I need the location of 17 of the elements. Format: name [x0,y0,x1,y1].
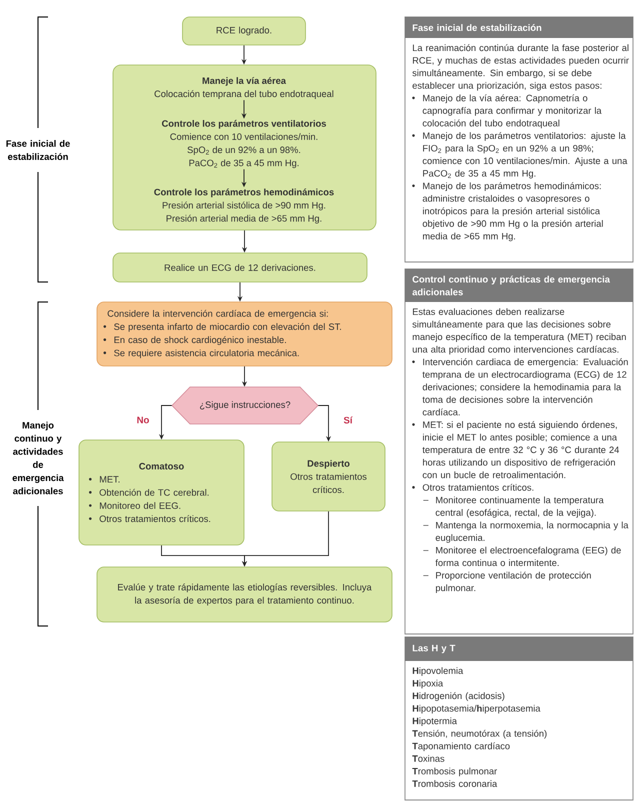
info-panel: Las H y T Hipovolemia Hipoxia Hidrogenión (acidosis) Hipopotasemia/hiperpotasemia Hipotermia Tensión, neumotórax (a tensión) Taponamiento cardíaco Toxinas Trombosis pulmonar Trombosis coronaria [404,636,634,800]
info-panel: Fase inicial de estabilización La reanimación continúa durante la fase posterior al RCE, y muchas de estas actividades pueden ocurrir simultáneamente. Sin embargo, si se debe establecer una priorización, siga estos pasos: Manejo de la vía aérea: Capnometría o capnografía para confirmar y monitorizar la colocación del tubo endotraqueal Manejo de los parámetros ventilatorios: ajuste la FIO$_{2}$ para la SpO$_{2}$ en un 92% a un 98%; comience con 10 ventilaciones/min. Ajuste a una PaCO$_{2}$ de 35 a 45 mm Hg. Manejo de los parámetros hemodinámicos: administre cristaloides o vasopresores o inotrópicos para la presión arterial sistólica objetivo de >90 mm Hg o la presión arterial media de >65 mm Hg. [404,16,634,262]
step-text: Controle los parámetros ventilatorios Comience con 10 ventilaciones/min. SpO$_{2}$ de un 92% a un 98%. PaCO$_{2}$ de 35 a 45 mm Hg. [162,120,326,168]
step-text: Maneje la vía aérea Colocación temprana del tubo endotraqueal [154,77,334,99]
bracket-label: Fase inicial de estabilización [6,140,70,160]
process-box: Comatoso MET. Obtención de TC cerebral. Monitoreo del EEG. Otros tratamientos críticos. [78,440,244,546]
process-box: Considere la intervención cardíaca de emergencia si: Se presenta infarto de miocardio con elevación del ST. En caso de shock cardiogénico inestable. Se requiere asistencia circulatoria mecánica. [96,302,392,366]
step-text: Controle los parámetros hemodinámicos Presión arterial sistólica de >90 mm Hg. Presión arterial media de >65 mm Hg. [154,188,334,224]
info-panel: Control continuo y prácticas de emergencia adicionales Estas evaluaciones deben realizarse simultáneamente para que las decisiones sobre manejo específico de la temperatura (MET) reciban una alta prioridad como intervenciones cardíacas. Intervención cardiaca de emergencia: Evaluación temprana de un electrocardiograma (ECG) de 12 derivaciones; considere la hemodinamia para la toma de decisiones sobre la intervención cardíaca. MET: si el paciente no está siguiendo órdenes, inicie el MET lo antes posible; comience a una temperatura de entre 32 °C y 36 °C durante 24 horas utilizando un dispositivo de refrigeración con un bucle de retroalimentación. Otros tratamientos críticos. Monitoree continuamente la temperatura central (esofágica, rectal, de la vejiga). Mantenga la normoxemia, la normocapnia y la euglucemia. Monitoree el electroencefalograma (EEG) de forma continua o intermitente. Proporcione ventilación de protección pulmonar. [404,268,634,634]
process-box: Despierto Otros tratamientos críticos. [272,442,386,512]
bracket-label: Manejo continuo y actividades de emergencia adicionales [12,422,64,494]
edge-label: No [137,416,149,424]
process-box: Realice un ECG de 12 derivaciones. [112,252,368,282]
process-box: RCE logrado. [182,16,306,46]
process-box: Evalúe y trate rápidamente las etiologías reversibles. Incluya la asesoría de expertos para el tratamiento continuo. [96,566,392,622]
process-box [112,64,376,230]
edge-label: Sí [344,416,353,424]
